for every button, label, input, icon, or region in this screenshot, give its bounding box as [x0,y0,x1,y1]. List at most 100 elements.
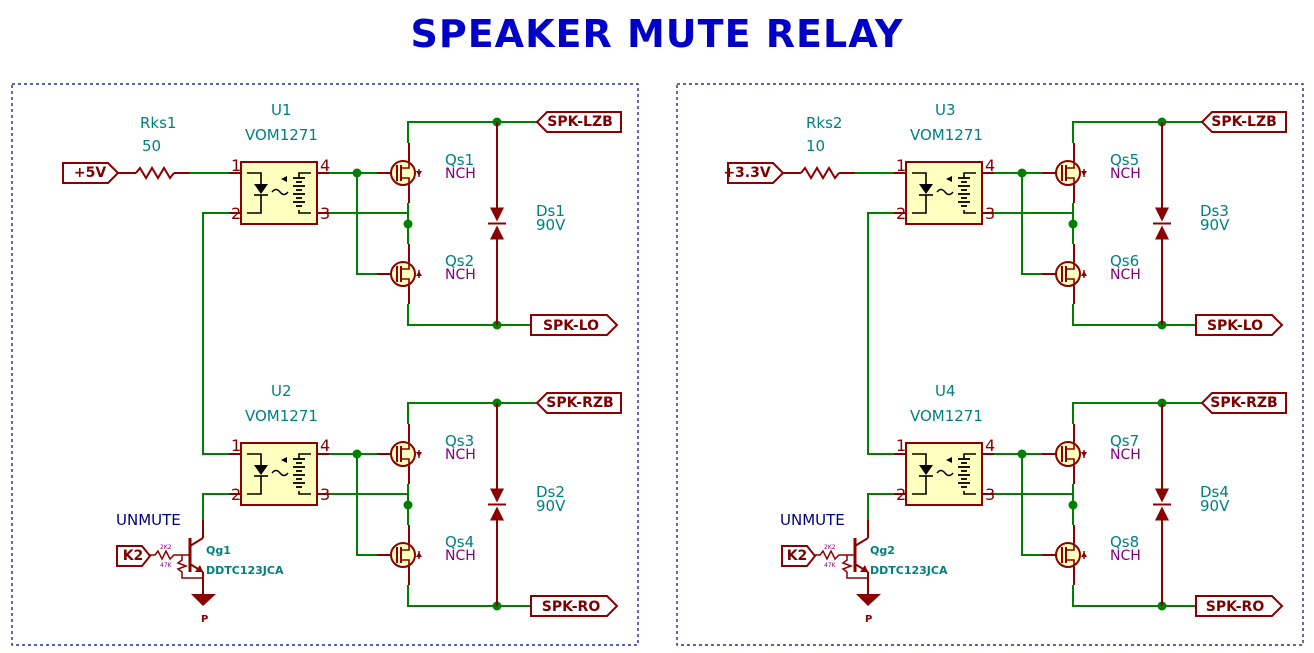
cell-lead [298,210,311,214]
output-port-label: SPK-RO [541,599,601,615]
pin-number: 2 [896,485,907,504]
diode-icon [1155,207,1169,222]
led-icon [254,184,268,194]
diode-ref: Ds3 [1200,202,1229,220]
pin-number: 3 [320,204,331,223]
led-icon [919,184,933,194]
mosfet-arrow [416,552,422,557]
pin-number: 2 [896,204,907,223]
mosfet-lead [401,458,410,466]
resistor-icon [841,555,868,579]
led-lead [247,195,262,214]
optorelay-value: VOM1271 [910,126,983,144]
mosfet-ref: Qs5 [1110,151,1140,169]
pin-number: 1 [896,156,907,175]
arrow-icon [281,457,287,463]
pin-number: 2 [231,485,242,504]
transistor-r2: 47K [824,562,836,569]
transistor-ref: Qg1 [206,544,231,557]
mosfet-value: NCH [1110,166,1141,182]
pin-number: 4 [985,436,996,455]
diode-value: 90V [536,216,566,234]
wire [867,493,894,520]
port-shape [530,314,619,336]
mosfet-lead [1066,543,1075,551]
junction-dot [352,168,362,178]
resistor-icon [135,166,175,180]
port-shape [1195,595,1284,617]
transistor-collector [189,537,204,547]
port-shape [1200,111,1287,133]
junction-dot [1017,168,1027,178]
mosfet-value: NCH [445,447,476,463]
mosfet-ref: Qs3 [445,432,475,450]
wire [407,402,540,424]
wire [1072,304,1199,326]
optorelay-body [905,442,983,506]
mosfet-icon [390,160,416,186]
diode-icon [490,488,504,503]
wire [1072,585,1199,607]
diode-value: 90V [1200,497,1230,515]
input-port-label: K2 [122,548,144,564]
transistor-r1: 2K2 [824,544,836,551]
junction-dot [1017,449,1027,459]
sheet-frame [676,83,1304,646]
wire [356,454,383,556]
diode-icon [490,225,504,240]
input-port-label: K2 [786,548,808,564]
mosfet-value: NCH [445,267,476,283]
arrow-icon [946,176,952,182]
mosfet-lead [401,262,410,270]
output-port-label: SPK-LO [1206,318,1264,334]
cell-lead [298,453,311,459]
optorelay-value: VOM1271 [245,126,318,144]
led-lead [912,172,927,184]
mosfet-lead [401,543,410,551]
optorelay-ref: U4 [935,382,956,400]
mosfet-value: NCH [1110,548,1141,564]
resistor-value: 50 [142,137,162,155]
resistor-value: 10 [806,137,826,155]
resistor-ref: Rks2 [806,114,843,132]
pin-number: 3 [320,485,331,504]
pin-number: 3 [985,204,996,223]
unmute-note: UNMUTE [116,511,181,529]
diode-icon [1155,488,1169,503]
optorelay-body [240,442,318,506]
wire [202,493,229,520]
mosfet-arrow [1081,271,1087,276]
mosfet-lead [1066,559,1075,567]
wire [202,212,229,455]
pin-number: 3 [985,485,996,504]
transistor-r2: 47K [160,562,172,569]
mosfet-lead [1066,442,1075,450]
transistor-value: DDTC123JCA [206,564,284,577]
mosfet-value: NCH [445,166,476,182]
pin-number: 1 [231,436,242,455]
led-icon [919,465,933,475]
diode-ref: Ds4 [1200,483,1229,501]
cell-lead [963,491,976,495]
light-icon [271,188,289,196]
mosfet-ref: Qs8 [1110,533,1140,551]
diode-ref: Ds2 [536,483,565,501]
mosfet-arrow [416,271,422,276]
pin-number: 1 [896,436,907,455]
mosfet-lead [1066,161,1075,169]
mosfet-icon [390,261,416,287]
junction-dot [352,449,362,459]
pin-number: 1 [231,156,242,175]
port-shape [535,111,622,133]
page-title: SPEAKER MUTE RELAY [410,12,904,56]
diode-ref: Ds1 [536,202,565,220]
resistor-icon [815,549,855,561]
output-port-label: SPK-RZB [1210,395,1278,411]
transistor-r1: 2K2 [160,544,172,551]
led-icon [254,465,268,475]
wire [407,304,534,326]
ground-icon [856,594,881,606]
pin-number: 2 [231,204,242,223]
port-shape [781,545,817,567]
optorelay-value: VOM1271 [245,407,318,425]
